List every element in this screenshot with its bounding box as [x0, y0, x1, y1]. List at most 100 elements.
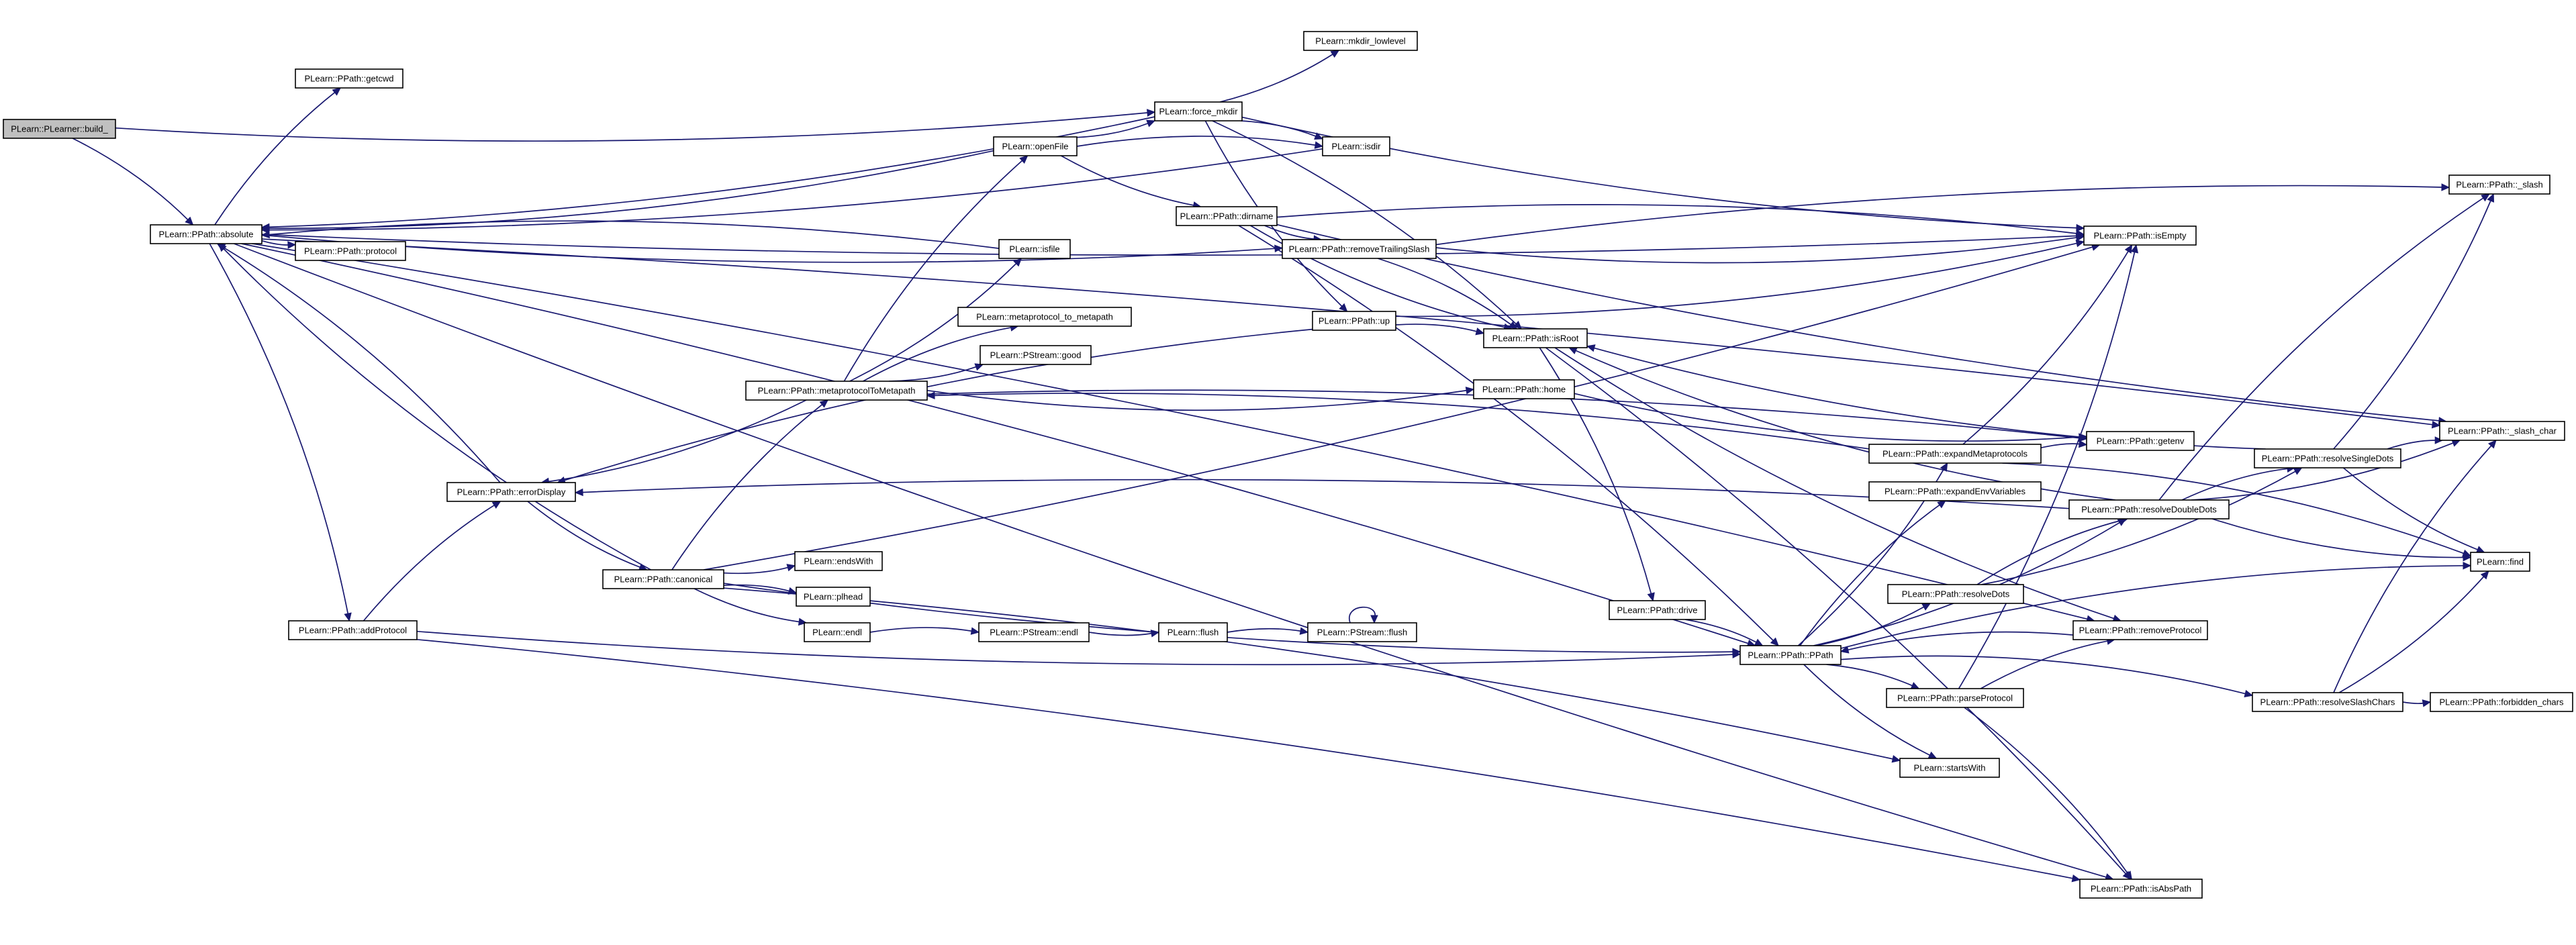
edge-line: [1395, 242, 2078, 317]
node-isfile[interactable]: PLearn::isfile: [998, 239, 1071, 259]
edge-line: [1574, 393, 2081, 442]
node-isEmpty[interactable]: PLearn::PPath::isEmpty: [2083, 226, 2197, 246]
arrowhead: [1013, 258, 1022, 267]
edge-line: [581, 479, 2070, 509]
edge-line: [694, 588, 800, 623]
node-endl[interactable]: PLearn::endl: [804, 622, 871, 642]
node-ppath[interactable]: PLearn::PPath::PPath: [1739, 645, 1842, 665]
edge-removeTrailingSlash-to-isRoot: [1377, 258, 1518, 330]
edge-expandMeta-to-isEmpty: [1962, 244, 2133, 445]
arrowhead: [287, 241, 297, 249]
edge-line: [2338, 575, 2485, 693]
node-label: PLearn::force_mkdir: [1159, 107, 1238, 117]
node-plhead[interactable]: PLearn::plhead: [796, 587, 871, 607]
edge-line: [209, 243, 349, 615]
node-box: [1868, 481, 2042, 501]
node-build[interactable]: PLearn::PLearner::build_: [3, 119, 116, 139]
node-protocol[interactable]: PLearn::PPath::protocol: [295, 241, 406, 261]
edge-line: [1377, 258, 1512, 326]
edge-line: [2402, 701, 2424, 705]
node-label: PLearn::PStream::endl: [990, 628, 1078, 638]
edge-addProtocol-to-errorDisplay: [363, 501, 502, 621]
node-dirname[interactable]: PLearn::PPath::dirname: [1176, 206, 1278, 226]
node-box: [1887, 584, 2024, 604]
node-up[interactable]: PLearn::PPath::up: [1312, 311, 1396, 331]
node-force_mkdir[interactable]: PLearn::force_mkdir: [1154, 101, 1243, 121]
node-openFile[interactable]: PLearn::openFile: [993, 136, 1078, 156]
edge-isdir-to-absolute: [260, 148, 1323, 234]
arrowhead: [2075, 239, 2085, 248]
arrowhead: [2487, 440, 2497, 449]
node-box: [1303, 31, 1418, 51]
edge-expandMeta-to-getenv: [2040, 440, 2088, 449]
node-isAbsPath[interactable]: PLearn::PPath::isAbsPath: [2079, 879, 2203, 899]
node-box: [295, 68, 403, 89]
arrowhead: [2463, 562, 2472, 570]
node-absolute[interactable]: PLearn::PPath::absolute: [150, 224, 263, 244]
arrowhead: [491, 501, 502, 509]
node-find[interactable]: PLearn::find: [2470, 552, 2530, 572]
edge-line: [222, 248, 651, 570]
node-isdir[interactable]: PLearn::isdir: [1322, 136, 1390, 156]
arrowhead: [1147, 109, 1156, 117]
node-label: PLearn::PPath::absolute: [159, 230, 254, 240]
edge-line: [416, 638, 2074, 879]
arrowhead: [2431, 420, 2441, 429]
arrowhead: [1921, 603, 1931, 611]
node-resolveSlashChars[interactable]: PLearn::PPath::resolveSlashChars: [2252, 692, 2403, 712]
node-pstream_flush[interactable]: PLearn::PStream::flush: [1307, 622, 1417, 642]
node-box: [2079, 879, 2203, 899]
edge-line: [261, 240, 289, 246]
node-getenv[interactable]: PLearn::PPath::getenv: [2086, 431, 2195, 451]
arrowhead: [2422, 699, 2432, 707]
edge-force_mkdir-to-isRoot: [1212, 120, 1523, 330]
node-mkdir_lowlevel[interactable]: PLearn::mkdir_lowlevel: [1303, 31, 1418, 51]
node-canonical[interactable]: PLearn::PPath::canonical: [602, 569, 724, 589]
edge-canonical-to-isEmpty: [703, 243, 2101, 570]
node-pstream_endl[interactable]: PLearn::PStream::endl: [978, 622, 1090, 642]
node-label: PLearn::PPath::drive: [1617, 605, 1698, 615]
node-isRoot[interactable]: PLearn::PPath::isRoot: [1483, 328, 1588, 348]
node-slash[interactable]: PLearn::PPath::_slash: [2448, 175, 2550, 195]
node-errorDisplay[interactable]: PLearn::PPath::errorDisplay: [446, 482, 576, 502]
arrowhead: [1732, 648, 1742, 656]
node-getcwd[interactable]: PLearn::PPath::getcwd: [295, 68, 403, 89]
node-flush[interactable]: PLearn::flush: [1158, 622, 1228, 642]
edge-line: [723, 584, 790, 592]
node-removeTrailingSlash[interactable]: PLearn::PPath::removeTrailingSlash: [1282, 239, 1437, 259]
arrowhead: [2293, 467, 2303, 475]
node-resolveSingleDots[interactable]: PLearn::PPath::resolveSingleDots: [2254, 448, 2401, 468]
node-parseProtocol[interactable]: PLearn::PPath::parseProtocol: [1886, 688, 2024, 708]
node-metaToMeta[interactable]: PLearn::PPath::metaprotocolToMetapath: [745, 381, 928, 401]
node-pstream_good[interactable]: PLearn::PStream::good: [980, 345, 1092, 365]
arrowhead: [1339, 303, 1348, 312]
edge-ppath-to-resolveSlashChars: [1840, 655, 2254, 698]
edge-force_mkdir-to-mkdir_lowlevel: [1219, 50, 1340, 103]
node-slash_char[interactable]: PLearn::PPath::_slash_char: [2439, 421, 2565, 441]
node-home[interactable]: PLearn::PPath::home: [1473, 379, 1575, 399]
arrowhead: [974, 363, 984, 371]
node-box: [3, 119, 116, 139]
node-drive[interactable]: PLearn::PPath::drive: [1609, 600, 1706, 620]
node-label: PLearn::PPath::parseProtocol: [1897, 693, 2013, 703]
node-meta_to_meta[interactable]: PLearn::metaprotocol_to_metapath: [957, 307, 1132, 327]
node-forbidden_chars[interactable]: PLearn::PPath::forbidden_chars: [2430, 692, 2573, 712]
node-label: PLearn::PPath::home: [1482, 385, 1566, 395]
node-endsWith[interactable]: PLearn::endsWith: [794, 551, 883, 571]
node-addProtocol[interactable]: PLearn::PPath::addProtocol: [288, 620, 418, 640]
edge-openFile-to-force_mkdir: [1076, 119, 1156, 138]
edge-line: [1219, 53, 1334, 103]
node-expandEnv[interactable]: PLearn::PPath::expandEnvVariables: [1868, 481, 2042, 501]
edge-dirname-to-isEmpty: [1276, 203, 2085, 238]
node-label: PLearn::PLearner::build_: [11, 124, 108, 134]
node-label: PLearn::PPath::isRoot: [1492, 334, 1579, 344]
node-removeProtocol[interactable]: PLearn::PPath::removeProtocol: [2072, 620, 2208, 640]
node-resolveDoubleDots[interactable]: PLearn::PPath::resolveDoubleDots: [2068, 499, 2230, 519]
edge-resolveDots-to-resolveDoubleDots: [1976, 517, 2129, 585]
node-startsWith[interactable]: PLearn::startsWith: [1899, 758, 2000, 778]
node-box: [978, 622, 1090, 642]
node-expandMeta[interactable]: PLearn::PPath::expandMetaprotocols: [1868, 444, 2042, 464]
edge-removeTrailingSlash-to-isEmpty: [1435, 234, 2085, 264]
edge-line: [1395, 324, 1478, 332]
node-resolveDots[interactable]: PLearn::PPath::resolveDots: [1887, 584, 2024, 604]
